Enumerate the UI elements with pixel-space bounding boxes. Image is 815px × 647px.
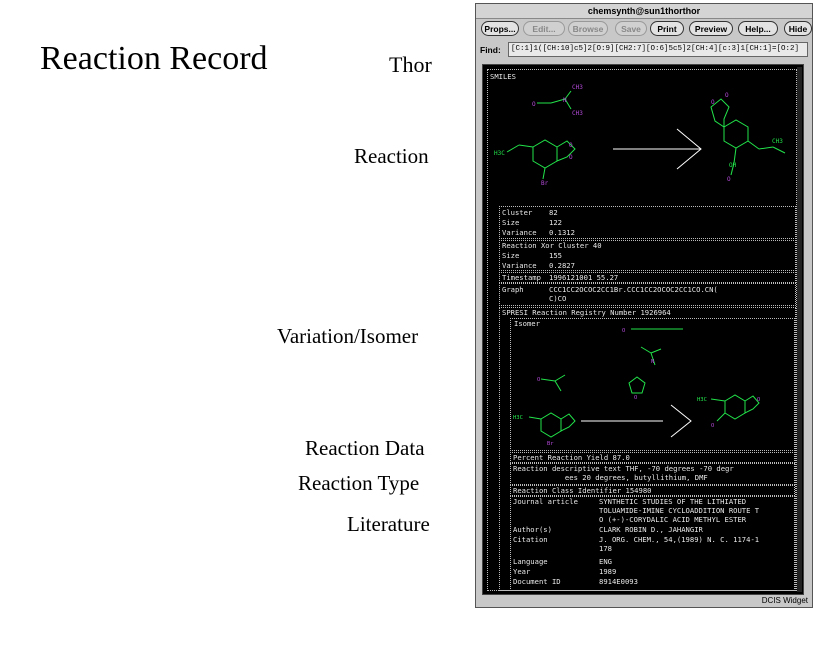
timestamp-box xyxy=(499,272,796,283)
xor-cluster-box xyxy=(499,240,796,271)
svg-text:CH3: CH3 xyxy=(572,110,583,117)
year-value: 1989 xyxy=(599,567,617,576)
slide-title: Reaction Record xyxy=(40,40,268,77)
isomer-label: Isomer xyxy=(514,319,540,328)
svg-text:CH3: CH3 xyxy=(572,84,583,91)
graph-label: Graph xyxy=(502,285,524,294)
cluster-box xyxy=(499,206,796,239)
window-title: chemsynth@sun1thorthor xyxy=(476,4,812,19)
svg-text:O: O xyxy=(725,92,729,99)
cluster-label: Cluster xyxy=(502,208,533,217)
isomer-diagram: O N O O Br O O H3C H3C xyxy=(513,328,760,447)
cluster-value: 82 xyxy=(549,208,558,217)
variance-label: Variance xyxy=(502,228,537,237)
help-button[interactable]: Help... xyxy=(738,21,778,36)
svg-text:O: O xyxy=(537,377,540,383)
props-button[interactable]: Props... xyxy=(481,21,519,36)
svg-text:O: O xyxy=(711,99,715,106)
language-value: ENG xyxy=(599,557,612,566)
reaction-data-label: Reaction Data xyxy=(305,436,425,460)
journal-title-1: SYNTHETIC STUDIES OF THE LITHIATED xyxy=(599,497,747,506)
svg-text:O: O xyxy=(569,142,573,149)
xor-size-label: Size xyxy=(502,251,520,260)
class-identifier: Reaction Class Identifier 154980 xyxy=(513,486,652,495)
literature-label: Literature xyxy=(347,512,430,536)
record-pane[interactable]: SMILES xyxy=(482,64,804,595)
svg-text:Br: Br xyxy=(541,180,549,187)
yield-box xyxy=(510,452,795,463)
graph-box xyxy=(499,283,796,306)
document-id-value: 8914E0093 xyxy=(599,577,638,586)
svg-text:O: O xyxy=(757,397,760,403)
svg-text:Br: Br xyxy=(547,441,554,447)
print-button[interactable]: Print xyxy=(650,21,684,36)
variance-value: 0.1312 xyxy=(549,228,575,237)
scrollbar[interactable] xyxy=(797,67,802,592)
find-input[interactable]: [C:1]1([CH:10]c5]2[O:9][CH2:7][O:6]5c5]2… xyxy=(508,42,808,57)
svg-text:OH: OH xyxy=(729,162,737,169)
svg-text:N: N xyxy=(651,359,654,365)
variation-isomer-label: Variation/Isomer xyxy=(277,324,419,348)
isomer-box xyxy=(510,318,795,451)
year-label: Year xyxy=(513,567,531,576)
graph-value-line-1: CCC1CC2OCOC2CC1Br.CCC1CC2OCOC2CC1CO.CN( xyxy=(549,285,718,294)
citation-value-1: J. ORG. CHEM., 54,(1989) N. C. 1174-1 xyxy=(599,535,760,544)
svg-text:O: O xyxy=(532,101,536,108)
xor-header: Reaction Xor Cluster 40 xyxy=(502,241,602,250)
registry-number: SPRESI Reaction Registry Number 1926964 xyxy=(502,308,671,317)
journal-title-2: TOLUAMIDE-IMINE CYCLOADDITION ROUTE T xyxy=(599,506,760,515)
timestamp-value: 1996121001 55.27 xyxy=(549,273,619,282)
chemsynth-window: chemsynth@sun1thorthor Props... Edit... … xyxy=(475,3,813,608)
toolbar: Props... Edit... Browse Save Print Previ… xyxy=(478,21,812,39)
smiles-header: SMILES xyxy=(490,72,516,81)
svg-text:N: N xyxy=(563,97,567,104)
xor-variance-value: 0.2827 xyxy=(549,261,575,270)
thor-label: Thor xyxy=(389,52,432,77)
percent-yield: Percent Reaction Yield 87.0 xyxy=(513,453,630,462)
svg-text:O: O xyxy=(634,395,637,401)
document-id-label: Document ID xyxy=(513,577,561,586)
xor-variance-label: Variance xyxy=(502,261,537,270)
find-bar: Find: [C:1]1([CH:10]c5]2[O:9][CH2:7][O:6… xyxy=(478,42,812,58)
descriptive-text-line-1: Reaction descriptive text THF, -70 degre… xyxy=(513,464,734,473)
svg-text:O: O xyxy=(727,176,731,183)
hide-button[interactable]: Hide xyxy=(784,21,812,36)
browse-button[interactable]: Browse xyxy=(568,21,608,36)
language-label: Language xyxy=(513,557,548,566)
size-label: Size xyxy=(502,218,520,227)
status-bar: DCIS Widget xyxy=(761,596,808,605)
edit-button[interactable]: Edit... xyxy=(523,21,565,36)
timestamp-label: Timestamp xyxy=(502,273,541,282)
svg-text:H3C: H3C xyxy=(513,415,523,421)
svg-text:O: O xyxy=(711,423,714,429)
save-button[interactable]: Save xyxy=(615,21,647,36)
descriptive-box xyxy=(510,463,795,485)
reaction-type-label: Reaction Type xyxy=(298,471,420,495)
descriptive-text-line-2: ees 20 degrees, butyllithium, DMF xyxy=(513,473,708,482)
class-id-box xyxy=(510,485,795,496)
svg-text:H3C: H3C xyxy=(697,397,707,403)
reaction-label: Reaction xyxy=(354,144,429,168)
svg-text:H3C: H3C xyxy=(494,150,505,157)
find-label: Find: xyxy=(480,45,501,55)
authors-label: Author(s) xyxy=(513,525,552,534)
preview-button[interactable]: Preview xyxy=(689,21,733,36)
citation-label: Citation xyxy=(513,535,548,544)
authors-value: CLARK ROBIN D., JAHANGIR xyxy=(599,525,703,534)
xor-size-value: 155 xyxy=(549,251,562,260)
literature-box xyxy=(510,496,795,591)
journal-title-3: O (+-)-CORYDALIC ACID METHYL ESTER xyxy=(599,515,747,524)
graph-value-line-2: C)CO xyxy=(549,294,567,303)
svg-text:O: O xyxy=(622,328,625,334)
journal-label: Journal article xyxy=(513,497,578,506)
svg-text:CH3: CH3 xyxy=(772,138,783,145)
size-value: 122 xyxy=(549,218,562,227)
citation-value-2: 178 xyxy=(599,544,612,553)
svg-text:O: O xyxy=(569,154,573,161)
